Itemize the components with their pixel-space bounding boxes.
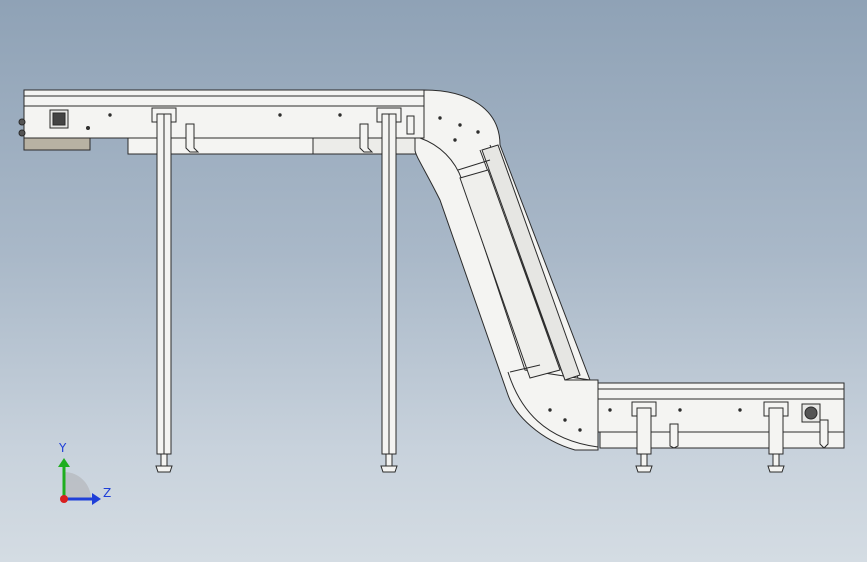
upper-frame xyxy=(23,105,425,139)
upper-bolt-icon xyxy=(278,113,282,117)
leg-foot-pad xyxy=(767,465,785,473)
hook-bracket-icon xyxy=(669,423,679,449)
coordinate-triad[interactable] xyxy=(58,458,101,505)
bend-bolt-icon xyxy=(453,138,457,142)
leg-post xyxy=(768,407,784,455)
hook-bracket-icon xyxy=(819,419,829,449)
hook-bracket-icon xyxy=(406,115,415,135)
incline-joint xyxy=(457,159,491,171)
leg-foot-stem xyxy=(772,453,780,467)
upper-belt-top xyxy=(23,89,425,107)
upper-bolt-icon xyxy=(338,113,342,117)
leg-foot-stem xyxy=(160,453,168,467)
leg-foot-pad xyxy=(155,465,173,473)
leg-post xyxy=(636,407,652,455)
bend-bolt-icon xyxy=(476,130,480,134)
bend-bolt-icon xyxy=(563,418,567,422)
upper-guide-rail xyxy=(23,137,91,151)
lower-belt-top xyxy=(597,382,845,400)
bend-bolt-icon xyxy=(438,116,442,120)
lower-bend-face xyxy=(507,371,599,448)
triad-y-label: Y xyxy=(59,441,67,455)
upper-bolt-icon xyxy=(108,113,112,117)
leg-foot-stem xyxy=(640,453,648,467)
incline-joint xyxy=(509,364,541,373)
leg-foot-stem xyxy=(385,453,393,467)
hook-bracket-icon xyxy=(185,123,200,153)
lower-bolt-icon xyxy=(738,408,742,412)
lower-bolt-icon xyxy=(678,408,682,412)
upper-side-plate xyxy=(127,137,314,155)
x-axis-dot-icon xyxy=(60,495,68,503)
upper-drive-motor-icon xyxy=(52,112,66,126)
leg-foot-pad xyxy=(635,465,653,473)
y-axis-arrow-icon xyxy=(58,458,70,467)
side-brackets[interactable] xyxy=(185,115,829,449)
lower-drive-motor-icon xyxy=(804,406,818,420)
leg-foot-pad xyxy=(380,465,398,473)
bend-bolt-icon xyxy=(548,408,552,412)
bend-bolt-icon xyxy=(458,123,462,127)
triad-z-label: Z xyxy=(103,486,112,500)
upper-bolt-icon xyxy=(86,126,90,130)
bend-bolt-icon xyxy=(578,428,582,432)
support-legs[interactable] xyxy=(151,107,789,473)
incline-conveyor-section[interactable] xyxy=(414,89,599,451)
z-axis-arrow-icon xyxy=(92,493,101,505)
hook-bracket-icon xyxy=(359,123,374,153)
upper-conveyor-section[interactable] xyxy=(18,89,425,155)
incline-side-panel xyxy=(459,169,561,379)
triad-quadrant xyxy=(64,472,91,499)
upper-end-bolt-icon xyxy=(18,118,26,126)
incline-guide xyxy=(481,144,581,381)
lower-bolt-icon xyxy=(608,408,612,412)
upper-end-bolt-icon xyxy=(18,129,26,137)
